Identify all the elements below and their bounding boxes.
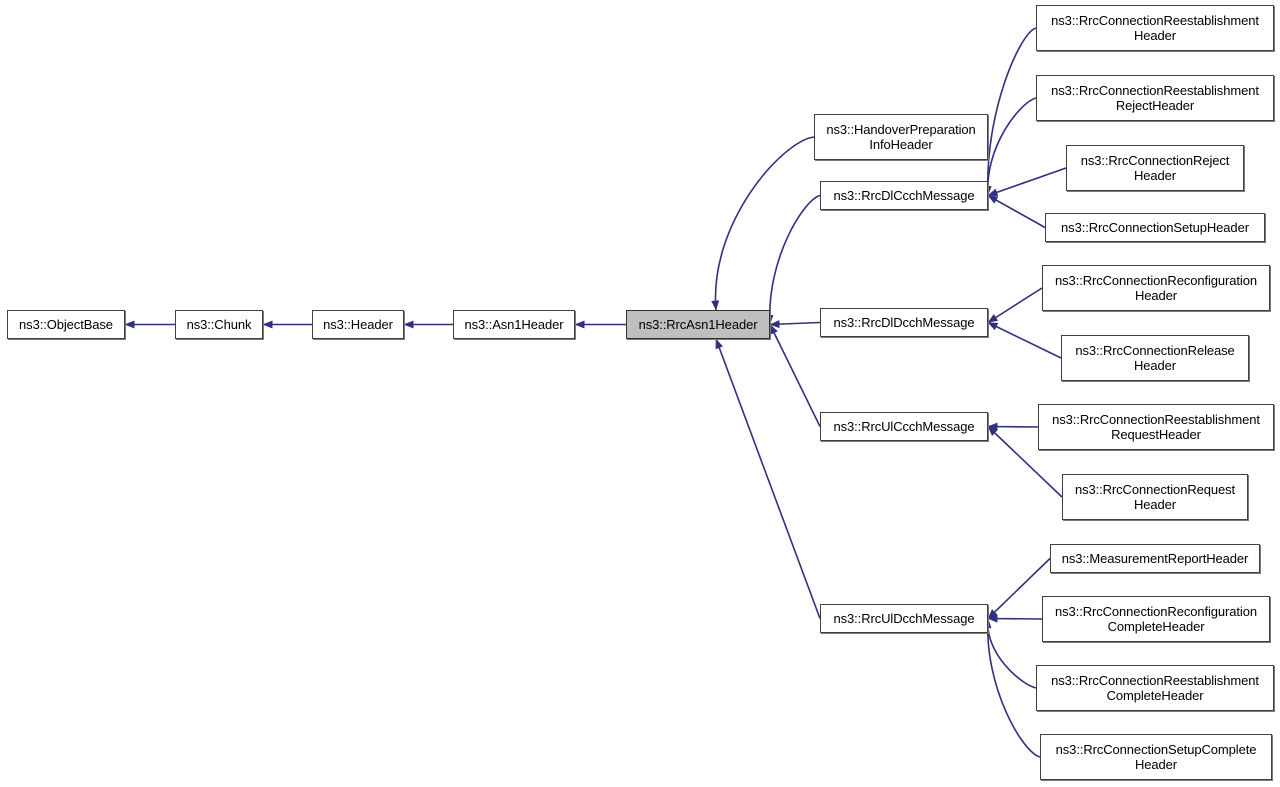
edge-setup-to-dlccch <box>987 194 1046 229</box>
node-header[interactable]: ns3::Header <box>312 310 404 339</box>
node-label: ns3::Header <box>323 317 393 332</box>
edge-uldcch-to-rrcasn1header <box>715 338 821 619</box>
node-label: ns3::RrcConnectionSetupHeader <box>1061 220 1249 235</box>
node-label: ns3::ObjectBase <box>19 317 113 332</box>
node-label: ns3::RrcUlCcchMessage <box>833 419 975 434</box>
edge-reject-to-dlccch <box>987 167 1067 197</box>
node-asn1header[interactable]: ns3::Asn1Header <box>453 310 575 339</box>
node-label: ns3::Asn1Header <box>464 317 564 332</box>
edge-measreport-to-uldcch <box>987 557 1051 620</box>
node-label: ns3::MeasurementReportHeader <box>1061 551 1249 566</box>
edge-reconfig-to-dldcch <box>987 287 1043 324</box>
edge-setupcomp-to-uldcch <box>983 618 1041 758</box>
edge-reconfigcomp-to-uldcch <box>987 614 1043 623</box>
edge-reestabreject-to-dlccch <box>983 97 1037 196</box>
edge-release-to-dldcch <box>987 321 1062 359</box>
edge-dldcch-to-rrcasn1header <box>769 320 821 329</box>
node-rrcasn1header[interactable]: ns3::RrcAsn1Header <box>626 310 770 339</box>
node-chunk[interactable]: ns3::Chunk <box>175 310 263 339</box>
edge-handoverprep-to-rrcasn1header <box>711 136 815 311</box>
node-rrcconnectionsetupheader[interactable]: ns3::RrcConnectionSetupHeader <box>1045 213 1265 242</box>
node-rrculccchmessage[interactable]: ns3::RrcUlCcchMessage <box>820 412 988 441</box>
node-rrcdlccchmessage[interactable]: ns3::RrcDlCcchMessage <box>820 181 988 210</box>
node-rrcdldcchmessage[interactable]: ns3::RrcDlDcchMessage <box>820 308 988 337</box>
edge-reestab-to-dlccch <box>983 27 1037 196</box>
edge-reestabcomp-to-uldcch <box>983 618 1037 689</box>
node-label: ns3::RrcDlCcchMessage <box>833 188 975 203</box>
node-label: ns3::Chunk <box>186 317 252 332</box>
node-label: ns3::RrcDlDcchMessage <box>833 315 975 330</box>
edge-reestabreq-to-ulccch <box>987 422 1039 431</box>
edge-ulccch-to-rrcasn1header <box>769 324 821 427</box>
edge-dlccch-to-rrcasn1header <box>765 194 821 325</box>
node-label: ns3::RrcUlDcchMessage <box>833 611 975 626</box>
node-measurementreportheader[interactable]: ns3::MeasurementReportHeader <box>1050 544 1260 573</box>
node-rrculdcchmessage[interactable]: ns3::RrcUlDcchMessage <box>820 604 988 633</box>
node-label: ns3::RrcAsn1Header <box>638 317 758 332</box>
node-objectbase[interactable]: ns3::ObjectBase <box>7 310 125 339</box>
